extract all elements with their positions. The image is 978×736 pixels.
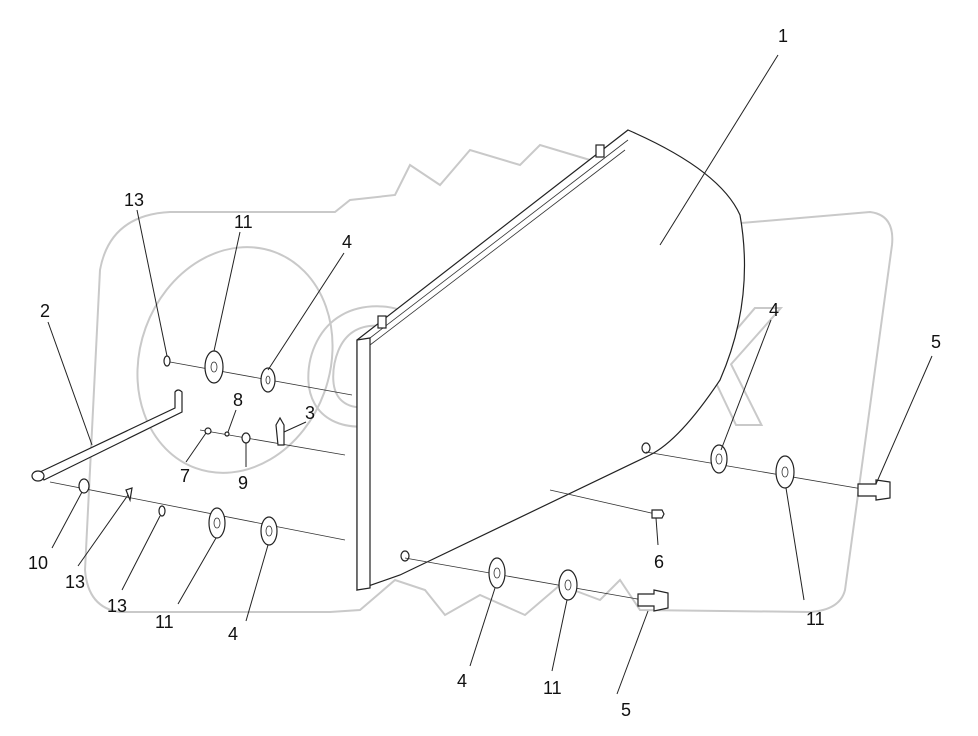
leader-2 [47,321,93,446]
callout-5a: 5 [931,332,941,352]
callout-7: 7 [180,466,190,486]
axis-line-middle [199,429,346,456]
callout-11d: 11 [543,678,562,698]
callout-4d: 4 [457,671,467,691]
washer-11-right [775,455,795,489]
rod [31,389,183,482]
cover-plate [356,129,746,591]
callout-4b: 4 [769,300,779,320]
washer-11-upper [204,350,224,384]
washer-11-right-hole [781,466,789,478]
axis-line-pin [549,489,661,516]
leader-5a [875,355,933,485]
leader-13c [121,515,161,591]
callout-1: 1 [778,26,788,46]
bracket-3 [275,416,285,446]
leader-6 [655,517,659,546]
axis-line-lower [49,481,346,541]
callout-10: 10 [28,553,48,573]
washer-11-bottom-hole [564,579,572,591]
callout-5b: 5 [621,700,631,720]
washer-4-bottom-hole [493,567,501,579]
callout-labels: 1 2 3 4 4 4 4 5 5 6 7 8 9 10 11 11 11 11… [28,26,941,720]
leader-lines [47,54,933,695]
washer-10 [78,478,90,494]
washer-11-lower-hole [213,517,221,529]
lock-washer-13-lower [158,505,166,517]
lock-washer-13-upper [163,355,171,367]
callout-4a: 4 [342,232,352,252]
cover-plate-hole-bottom [400,550,410,562]
leader-8 [227,409,237,433]
cover-plate-fold-line [369,139,629,339]
washer-11-bottom [558,569,578,601]
leader-1 [659,54,779,246]
axis-line-right [645,451,881,493]
leader-11b [785,487,805,601]
callout-11c: 11 [155,612,174,632]
cover-plate-tab-left [377,315,387,329]
washer-11-lower [208,507,226,539]
callout-13a: 13 [124,190,144,210]
callout-11a: 11 [234,212,253,232]
washer-4-lower-hole [265,525,273,537]
callout-3: 3 [305,403,315,423]
leader-11c [177,537,217,605]
leader-13a [136,209,168,357]
washer-4-lower [260,516,278,546]
nut-7 [204,427,212,435]
bolt-5-right [857,479,891,501]
rod-body [39,389,183,481]
washer-4-right [710,444,728,474]
bolt-5-bottom [637,589,669,612]
cotter-pin-13 [125,487,133,503]
pin-6 [651,509,665,519]
washer-4-right-hole [715,453,723,465]
callout-9: 9 [238,473,248,493]
leader-4a [267,252,345,371]
leader-10 [51,491,83,549]
callout-6: 6 [654,552,664,572]
washer-4-upper [260,367,276,393]
leader-3 [283,421,307,433]
callout-13b: 13 [65,572,85,592]
watermark-ring [136,246,334,474]
rod-end [31,470,45,482]
callout-4c: 4 [228,624,238,644]
leader-4c [245,544,269,622]
watermark-gear-outline [83,143,894,617]
callout-8: 8 [233,390,243,410]
cover-plate-hole-right [641,442,651,454]
cover-plate-edge [356,337,371,591]
cover-plate-outline [356,129,746,591]
washer-4-bottom [488,557,506,589]
pin-8 [224,431,230,437]
cover-plate-tab-right [595,144,605,158]
leader-11d [551,599,568,672]
callout-13c: 13 [107,596,127,616]
washer-9 [241,432,251,444]
leader-7 [185,432,207,463]
leader-4d [469,587,496,667]
leader-11a [213,231,241,352]
callout-11b: 11 [806,609,825,629]
fasteners [78,350,891,612]
callout-2: 2 [40,301,50,321]
axis-line-bottom [404,557,661,604]
leader-4b [720,319,772,451]
washer-4-upper-hole [265,375,271,385]
leader-13b [77,494,129,567]
leader-5b [616,610,649,695]
washer-11-upper-hole [210,361,218,373]
cover-plate-fold-line-2 [369,149,626,346]
